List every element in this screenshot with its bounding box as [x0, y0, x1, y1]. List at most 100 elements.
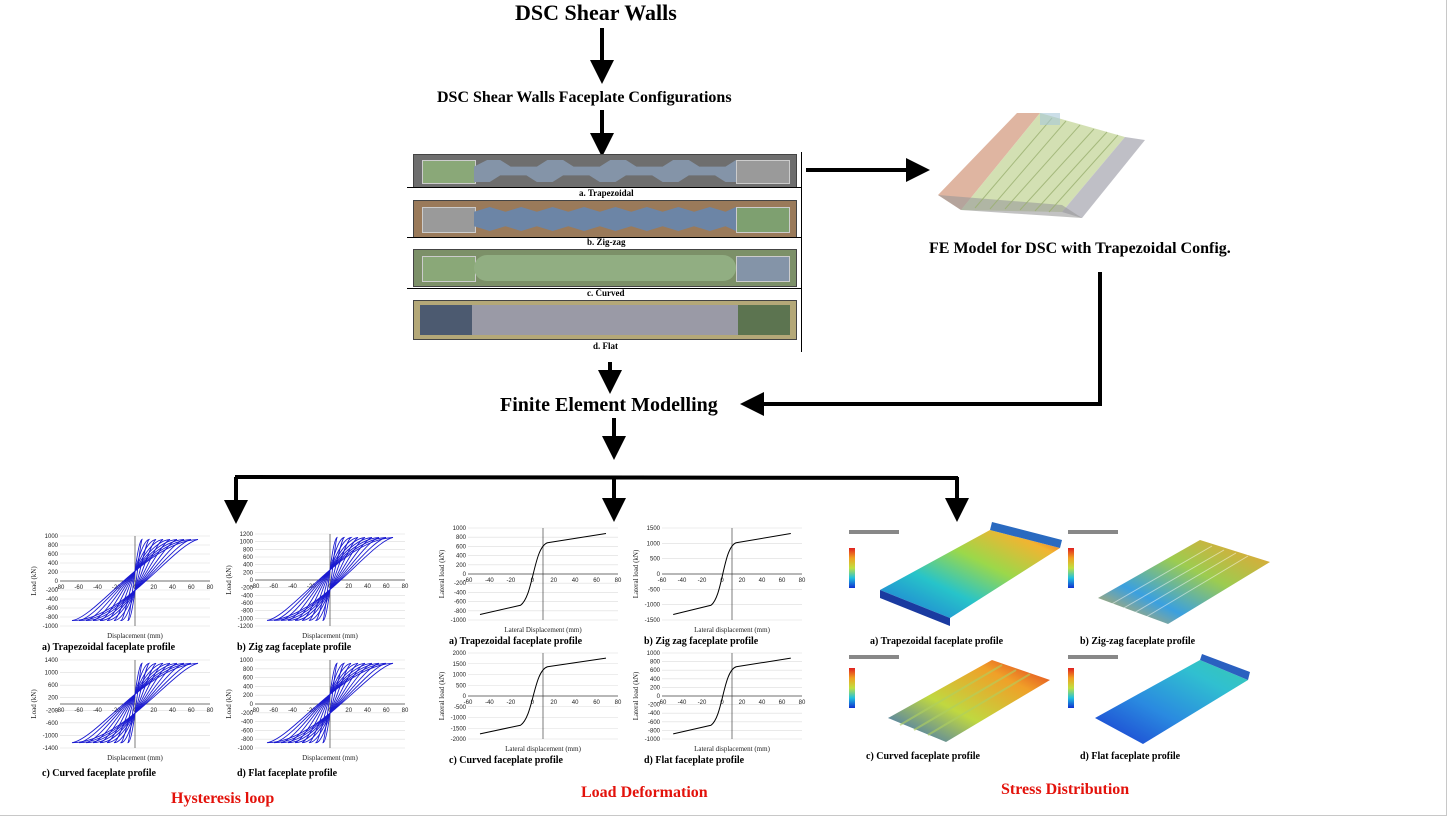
ld-c-chart: 2000150010005000-500-1000-1500-2000-60-4… — [438, 651, 622, 753]
hys-c-ytick: 1400 — [45, 658, 59, 664]
arrow-fe-model-to-fem — [740, 272, 1102, 416]
configs-title: DSC Shear Walls Faceplate Configurations — [437, 89, 732, 106]
ld-a-ytick: 200 — [456, 563, 467, 569]
hys-a-xtick: 80 — [207, 585, 214, 591]
hys-c-ytick: -600 — [46, 721, 59, 727]
hys-c-ytick: -1400 — [43, 746, 59, 752]
hysteresis-loop — [99, 538, 171, 622]
hys-d-xtick: 40 — [364, 708, 371, 714]
ld-a-xtick: -60 — [464, 578, 473, 584]
ld-a-xtick: -20 — [507, 578, 516, 584]
hys-a-ylabel: Load (kN) — [30, 566, 38, 596]
hys-caption-b: b) Zig zag faceplate profile — [237, 642, 352, 653]
hys-a-xtick: 40 — [169, 585, 176, 591]
hys-c-ytick: 1000 — [45, 671, 59, 677]
hys-b-xtick: -40 — [288, 584, 297, 590]
hys-d-ytick: -1000 — [238, 746, 254, 752]
hys-a-xtick: 20 — [150, 585, 157, 591]
ld-d-xtick: 60 — [779, 700, 786, 706]
ld-caption-b: b) Zig zag faceplate profile — [644, 636, 759, 647]
ld-c-xtick: 40 — [572, 700, 579, 706]
ld-c-xtick: 80 — [615, 700, 622, 706]
hys-d-ytick: -200 — [241, 711, 254, 717]
ld-b-xtick: 20 — [739, 578, 746, 584]
hys-a-ytick: 800 — [48, 543, 59, 549]
hysteresis-loop — [85, 538, 185, 622]
hys-d-xtick: 80 — [402, 708, 409, 714]
hys-d-xtick: 60 — [383, 708, 390, 714]
hys-b-ytick: 200 — [243, 570, 254, 576]
ld-caption-c: c) Curved faceplate profile — [449, 755, 563, 766]
hys-d-ytick: 800 — [243, 667, 254, 673]
hys-c-xtick: -60 — [74, 708, 83, 714]
hys-c-xtick: 60 — [188, 708, 195, 714]
ld-d-xtick: 40 — [759, 700, 766, 706]
load-deformation-curve — [673, 533, 791, 615]
ld-a-ytick: -800 — [454, 609, 467, 615]
hys-d-xtick: -20 — [307, 708, 316, 714]
load-deformation-curve — [479, 657, 607, 735]
hys-d-xtick: 20 — [345, 708, 352, 714]
ld-c-ytick: 2000 — [453, 651, 467, 657]
hys-b-ytick: 1000 — [240, 540, 254, 546]
hys-b-ytick: -400 — [241, 593, 254, 599]
hysteresis-loop — [273, 537, 387, 621]
hys-b-xtick: 40 — [364, 584, 371, 590]
hys-c-chart: 14001000600200-200-600-1000-1400-80-60-4… — [30, 658, 214, 762]
hys-c-xtick: -40 — [93, 708, 102, 714]
hysteresis-loop — [127, 538, 143, 622]
hysteresis-loop — [71, 662, 199, 744]
ld-b-ytick: -1000 — [645, 603, 661, 609]
hys-c-xtick: 80 — [207, 708, 214, 714]
ld-caption-d: d) Flat faceplate profile — [644, 755, 745, 766]
hys-caption-c: c) Curved faceplate profile — [42, 768, 156, 779]
section-hysteresis: Hysteresis loop — [171, 790, 275, 807]
hys-a-ytick: 400 — [48, 561, 59, 567]
ld-d-ytick: 800 — [650, 660, 661, 666]
ld-a-xtick: 80 — [615, 578, 622, 584]
ld-a-ytick: 800 — [456, 535, 467, 541]
hysteresis-loop — [92, 538, 178, 622]
ld-b-ytick: -1500 — [645, 618, 661, 624]
ld-d-xlabel: Lateral displacement (mm) — [694, 745, 770, 753]
hys-b-ytick: 0 — [250, 578, 254, 584]
hysteresis-loop — [294, 537, 366, 621]
ld-c-xtick: -60 — [464, 700, 473, 706]
hys-d-ytick: 1000 — [240, 658, 254, 664]
hys-a-xlabel: Displacement (mm) — [107, 632, 163, 640]
hys-b-chart: 120010008006004002000-200-400-600-800-10… — [225, 532, 409, 640]
ld-c-xlabel: Lateral displacement (mm) — [505, 745, 581, 753]
hysteresis-loop — [78, 662, 192, 744]
load-deformation-curve — [673, 657, 791, 735]
ld-d-chart: 10008006004002000-200-400-600-800-1000-6… — [632, 651, 806, 753]
config-zigzag-image — [413, 200, 797, 238]
hys-caption-a: a) Trapezoidal faceplate profile — [42, 642, 176, 653]
ld-d-xtick: 80 — [799, 700, 806, 706]
hysteresis-loop — [301, 537, 359, 621]
ld-a-ytick: 400 — [456, 554, 467, 560]
hys-d-ytick: 200 — [243, 693, 254, 699]
results-distribution-bar — [234, 475, 959, 480]
ld-c-ylabel: Lateral load (kN) — [438, 671, 446, 720]
hys-d-ytick: 600 — [243, 676, 254, 682]
hys-b-ytick: 600 — [243, 555, 254, 561]
ld-b-xtick: 80 — [799, 578, 806, 584]
hys-d-xtick: -80 — [251, 708, 260, 714]
ld-c-ytick: -500 — [454, 705, 467, 711]
diagram-title: DSC Shear Walls — [515, 0, 677, 25]
hys-b-xtick: 80 — [402, 584, 409, 590]
config-label-trapezoidal: a. Trapezoidal — [579, 188, 634, 198]
stress-caption-d: d) Flat faceplate profile — [1080, 751, 1181, 762]
ld-b-xtick: 60 — [779, 578, 786, 584]
hysteresis-loop — [280, 537, 380, 621]
ld-b-xlabel: Lateral displacement (mm) — [694, 626, 770, 634]
ld-b-ylabel: Lateral load (kN) — [632, 549, 640, 598]
stress-caption-a: a) Trapezoidal faceplate profile — [870, 636, 1004, 647]
hysteresis-loop — [99, 662, 171, 744]
hys-caption-d: d) Flat faceplate profile — [237, 768, 338, 779]
hysteresis-loop — [294, 662, 366, 744]
hys-d-ytick: 400 — [243, 684, 254, 690]
